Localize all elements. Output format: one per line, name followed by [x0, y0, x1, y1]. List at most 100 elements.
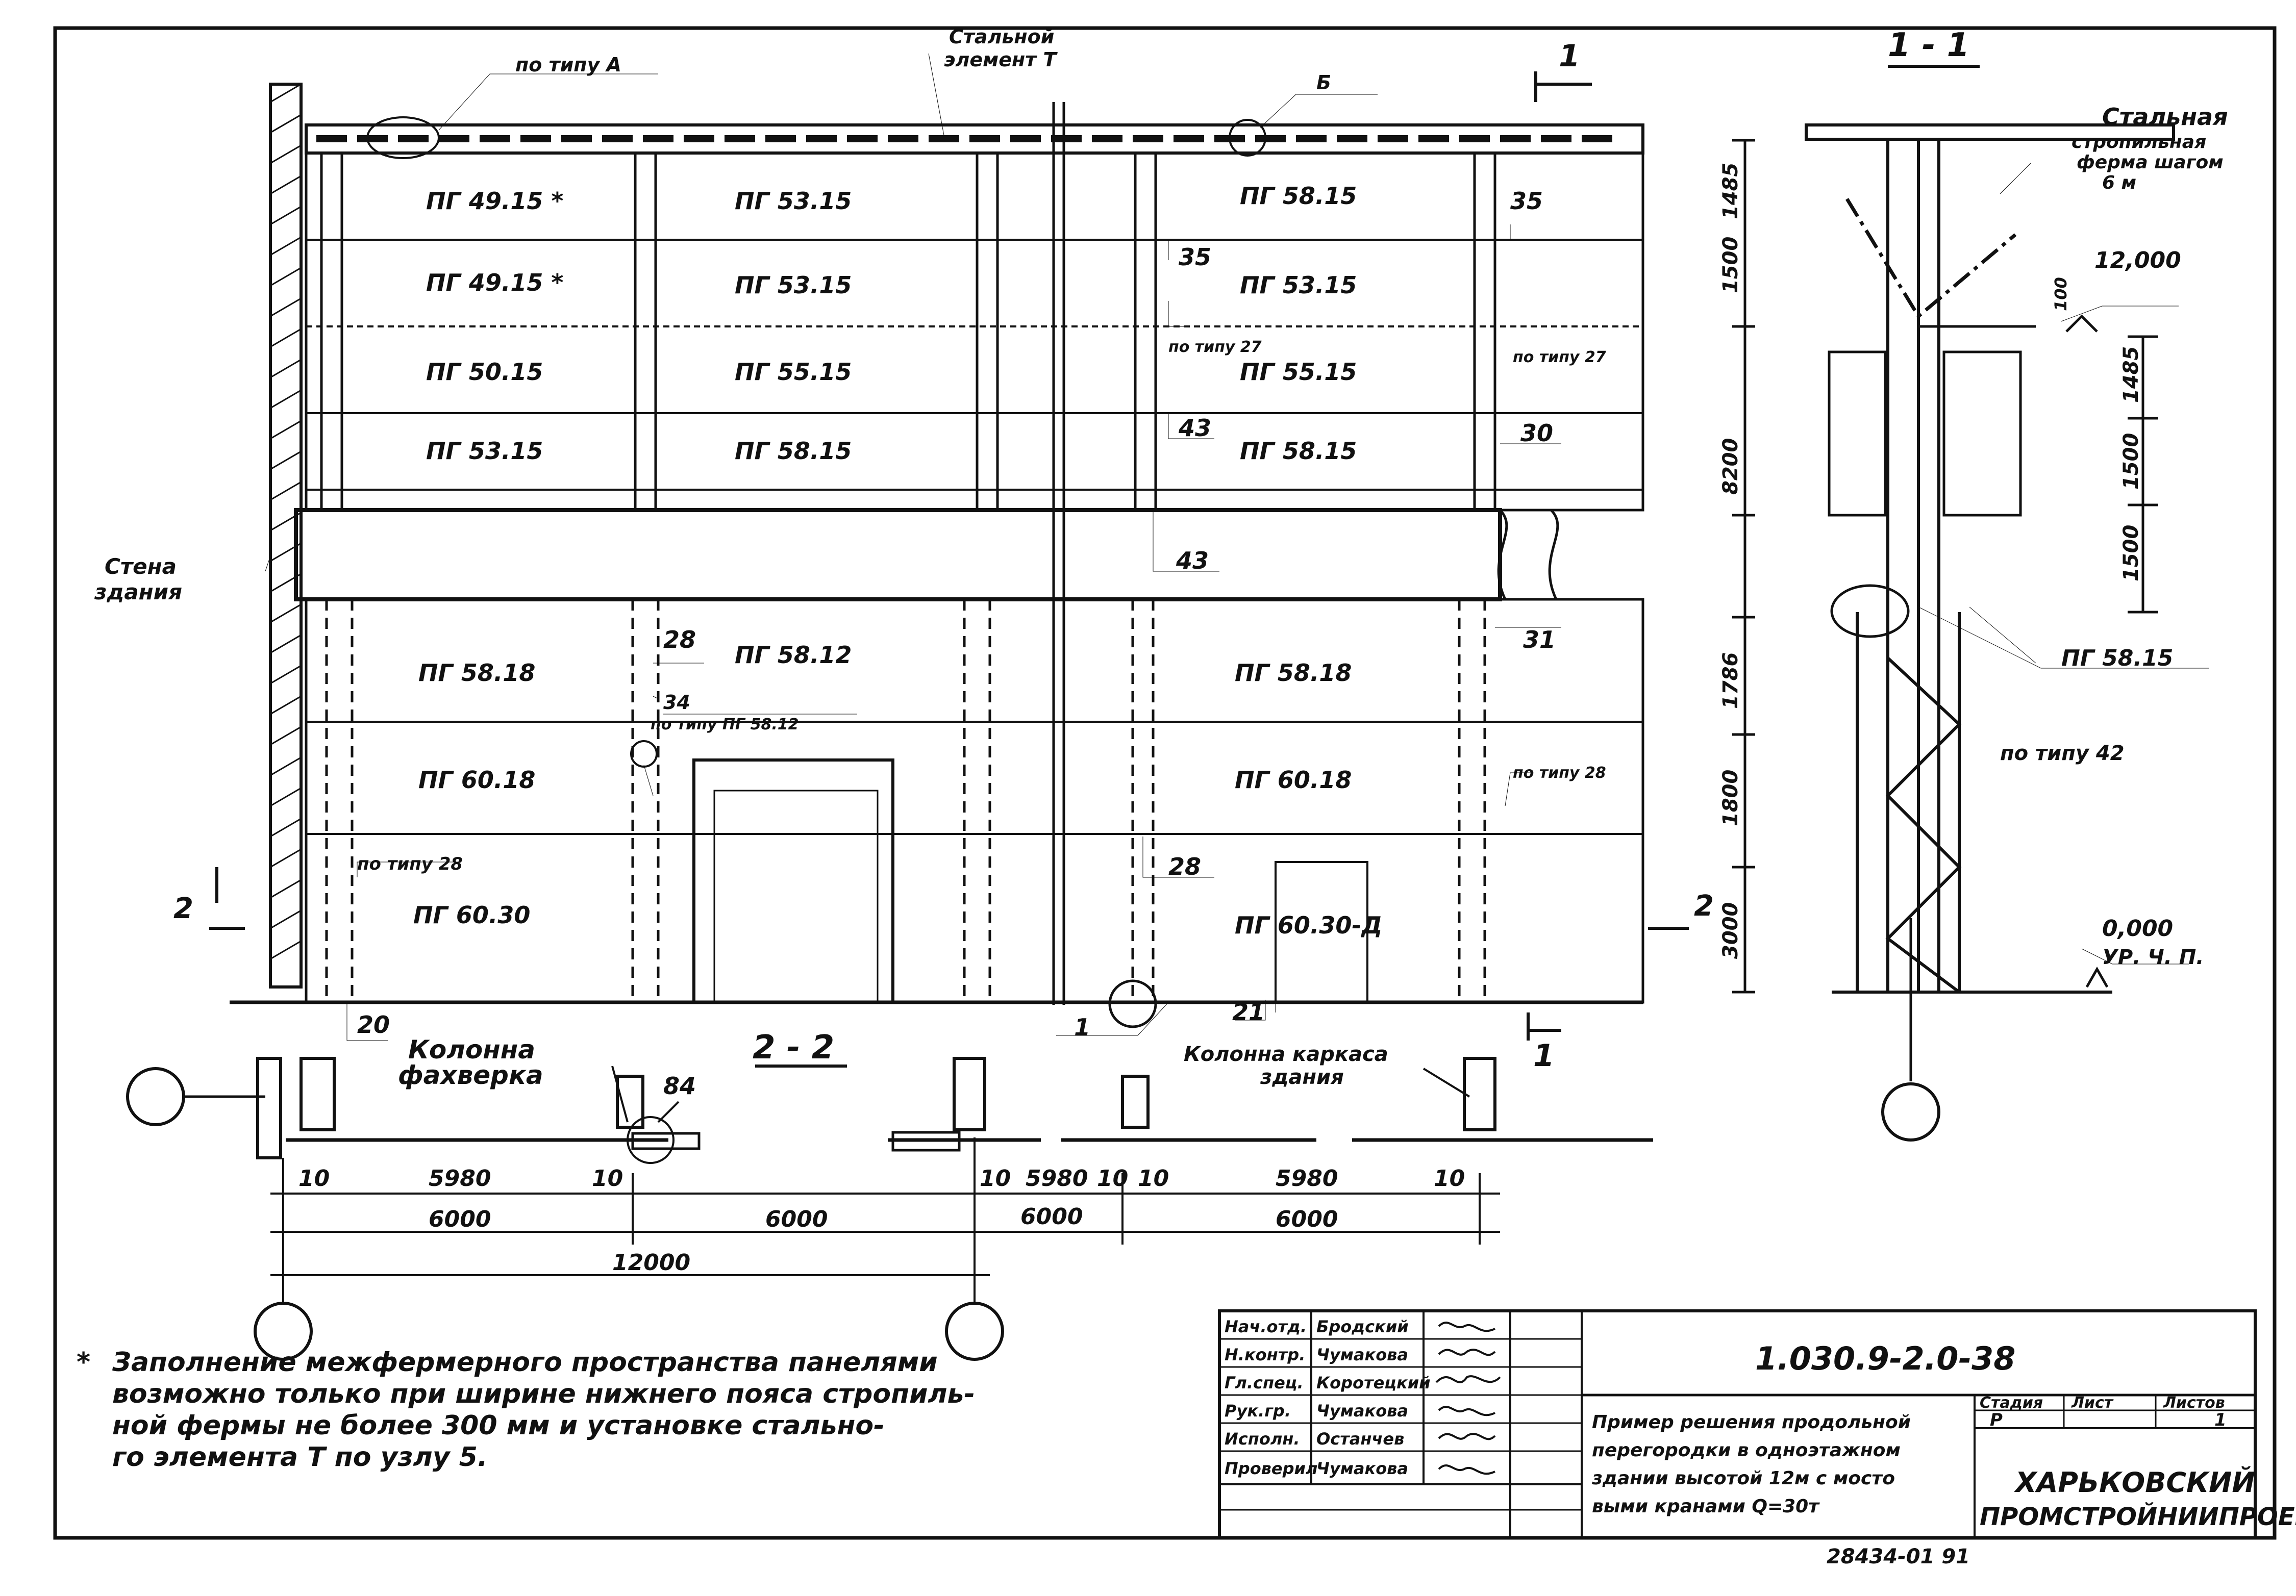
upper-panel-label: ПГ 58.15 — [735, 437, 852, 465]
title-line: здании высотой 12м с мосто — [1591, 1468, 1895, 1489]
wall-hatch — [270, 83, 302, 960]
section-panel-upper — [1828, 350, 1887, 517]
section-leaders — [1918, 163, 2209, 965]
staff-name: Чумакова — [1316, 1401, 1408, 1421]
plan-leaders — [611, 1066, 1470, 1123]
dim-row2-label: 6000 — [765, 1206, 828, 1232]
section-mark-label: 2 — [173, 892, 193, 925]
dim-row1-label: 10 — [298, 1166, 330, 1192]
callout-label: по типу А — [515, 54, 621, 76]
section-axis-circle — [1881, 1082, 1940, 1142]
dim-label: 1485 — [2119, 346, 2143, 403]
axis-circle-left — [126, 1067, 185, 1126]
leader-lines — [265, 53, 1566, 1041]
callout-circle-34 — [630, 740, 658, 768]
section-mark-label: 2 — [1694, 890, 1714, 923]
lower-panel-label: ПГ 60.30 — [413, 901, 530, 929]
node-number: 28 — [663, 626, 696, 653]
truss-diagonals — [1845, 198, 2017, 319]
section-truss-line: Стальная — [2102, 103, 2228, 131]
plan-label-line: Колонна каркаса — [1184, 1043, 1388, 1066]
building-wall — [269, 83, 303, 989]
staff-name: Останчев — [1316, 1429, 1404, 1449]
section-callout-label: по типу 42 — [2000, 742, 2125, 765]
level-label: 0,000 — [2102, 916, 2173, 942]
sheet-frame — [53, 26, 2277, 1540]
lower-panel-label: ПГ 60.18 — [418, 766, 535, 794]
section-truss-line: стропильная — [2072, 132, 2206, 153]
stage-value: Р — [1990, 1410, 2003, 1430]
callout-circle-1 — [1108, 979, 1157, 1028]
signature — [1438, 1464, 1495, 1475]
header-stage: Стадия — [1980, 1394, 2043, 1412]
section-1-1-view — [1732, 65, 2209, 1142]
plan-column — [953, 1057, 986, 1131]
crane-beam-break — [1497, 509, 1559, 600]
callout-label: по типу 27 — [1513, 348, 1606, 366]
callout-label: по типу 27 — [1168, 338, 1262, 356]
level-label: 12,000 — [2094, 247, 2181, 273]
plan-column — [1463, 1057, 1496, 1131]
signature — [1438, 1433, 1496, 1440]
staff-name: Коротецкий — [1316, 1373, 1431, 1392]
node-number: 1 — [1074, 1014, 1090, 1041]
upper-panel-label: ПГ 53.15 — [426, 437, 543, 465]
plan-label-line: Колонна — [408, 1035, 535, 1065]
section-mark-label: 1 — [1559, 38, 1580, 74]
title-line: Пример решения продольной — [1592, 1412, 1911, 1433]
callout-label: Б — [1316, 71, 1331, 94]
section-dims-right: 100 1485 1500 1500 — [2051, 277, 2143, 581]
callout-label-line: Стена — [105, 554, 177, 579]
staff-role: Нач.отд. — [1225, 1317, 1307, 1336]
dim-row1-label: 10 — [1434, 1166, 1465, 1192]
section-mark-label: 1 — [1533, 1038, 1555, 1074]
dim-label: 8200 — [1719, 438, 1742, 495]
footnote-line: Заполнение межфермерного пространства па… — [112, 1347, 938, 1378]
plan-label-84: 84 — [663, 1072, 696, 1100]
footnote-line: го элемента Т по узлу 5. — [112, 1442, 488, 1473]
node-number: 30 — [1520, 419, 1553, 447]
plan-labels: Колонна фахверка Колонна каркаса здания … — [298, 1035, 1465, 1276]
elevation-view — [209, 53, 1689, 1041]
node-number: 34 — [663, 691, 690, 714]
dim-row2-label: 6000 — [1020, 1204, 1083, 1230]
door-opening — [692, 758, 894, 1004]
dim-row2-label: 6000 — [429, 1206, 491, 1232]
section-mark-1-bottom — [1527, 1012, 1561, 1041]
section-panel-label: ПГ 58.15 — [2061, 645, 2173, 671]
upper-panel-label: ПГ 49.15 * — [426, 187, 563, 215]
section-truss-label: Стальная стропильная ферма шагом 6 м — [2072, 103, 2236, 193]
organization-line: ПРОМСТРОЙНИИПРОЕКТ — [1980, 1502, 2296, 1531]
title-line: выми кранами Q=30т — [1592, 1496, 1820, 1517]
node-number: 20 — [357, 1011, 390, 1038]
title-line: перегородки в одноэтажном — [1592, 1440, 1901, 1461]
signature — [1438, 1349, 1496, 1356]
plan-label-karkas: Колонна каркаса здания — [1184, 1043, 1395, 1089]
doc-number: 1.030.9-2.0-38 — [1755, 1340, 2015, 1377]
lattice — [1885, 656, 1962, 994]
callout-label: по типу 28 — [357, 854, 463, 874]
lower-panel-label: ПГ 60.18 — [1235, 766, 1352, 794]
callout-circle-b — [1229, 119, 1266, 157]
title-block-frame — [1218, 1309, 2257, 1539]
level-mark-0 — [2085, 966, 2109, 988]
section-roof — [1805, 123, 2175, 141]
dim-label: 1500 — [2119, 433, 2143, 490]
lower-panel-label: ПГ 58.18 — [418, 659, 535, 687]
dim-row1-label: 10 — [1097, 1166, 1128, 1192]
elevation-labels: ПГ 49.15 * ПГ 53.15 ПГ 58.15 ПГ 49.15 * … — [94, 26, 1969, 1074]
section-title-2-2: 2 - 2 — [753, 1029, 834, 1067]
footnote-line: ной фермы не более 300 мм и установке ст… — [112, 1410, 885, 1441]
node-number: 28 — [1168, 853, 1201, 880]
staff-role: Н.контр. — [1225, 1345, 1305, 1364]
section-columns — [1886, 140, 1940, 992]
section-truss-line: ферма шагом — [2077, 152, 2224, 173]
callout-label: по типу 28 — [1513, 764, 1606, 782]
dim-label: 100 — [2051, 277, 2070, 311]
upper-columns — [320, 153, 1496, 510]
door-opening-inner — [713, 790, 879, 1003]
staff-name: Бродский — [1316, 1317, 1409, 1336]
organization-line: ХАРЬКОВСКИЙ — [2014, 1466, 2255, 1499]
dim-label: 1485 — [1719, 163, 1742, 219]
staff-name: Чумакова — [1316, 1345, 1408, 1364]
